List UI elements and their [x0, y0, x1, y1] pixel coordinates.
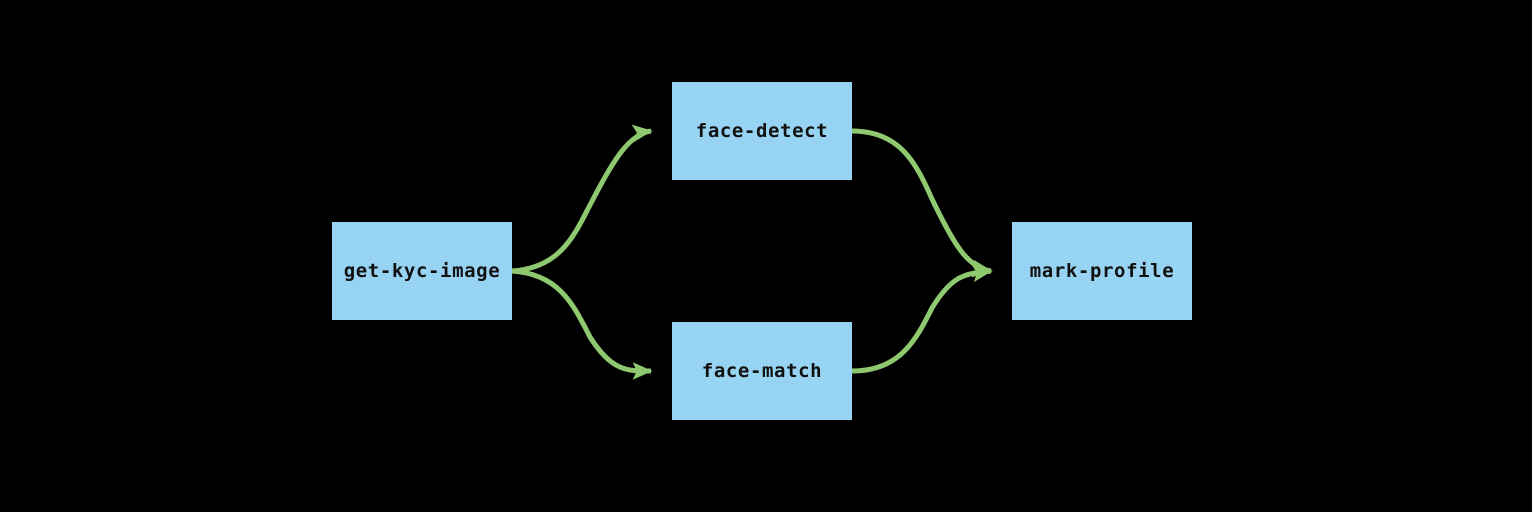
- node-face-match[interactable]: face-match: [672, 322, 852, 420]
- node-mark-profile[interactable]: mark-profile: [1012, 222, 1192, 320]
- node-get-kyc-image[interactable]: get-kyc-image: [332, 222, 512, 320]
- node-label: face-detect: [695, 119, 829, 142]
- edge-match-to-profile: [851, 264, 993, 374]
- node-label: face-match: [701, 359, 823, 382]
- node-face-detect[interactable]: face-detect: [672, 82, 852, 180]
- edge-detect-to-profile: [851, 128, 993, 278]
- node-label: get-kyc-image: [343, 259, 501, 282]
- edge-kyc-to-detect: [511, 124, 653, 274]
- edge-kyc-to-match: [511, 268, 653, 380]
- node-label: mark-profile: [1029, 259, 1175, 282]
